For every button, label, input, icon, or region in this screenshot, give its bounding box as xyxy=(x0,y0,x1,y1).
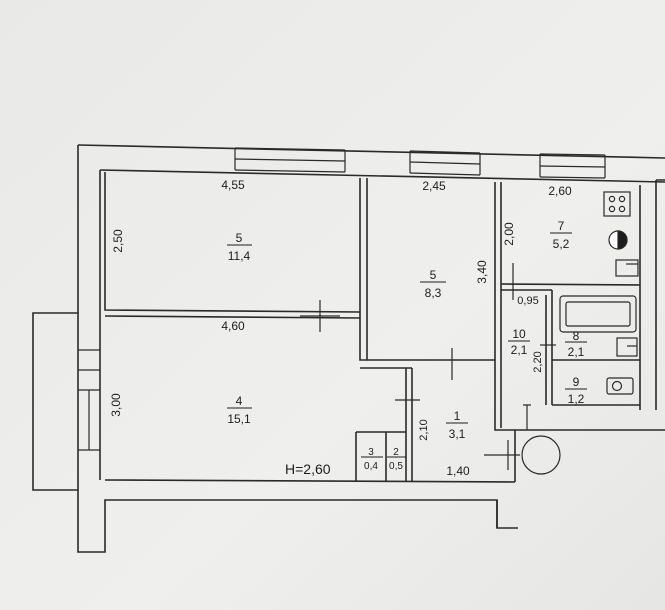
room-area: 11,4 xyxy=(228,249,251,263)
bathtub-icon xyxy=(559,295,637,333)
room-number: 9 xyxy=(573,375,580,389)
dimension-label: 3,40 xyxy=(475,260,489,284)
dimension-label: 2,00 xyxy=(502,222,516,246)
room-area: 0,5 xyxy=(389,461,403,472)
stove-icon xyxy=(603,191,631,217)
dimension-labels: 4,55 2,50 2,45 3,40 2,60 2,00 0,95 4,60 … xyxy=(109,178,572,478)
dimension-label: 3,00 xyxy=(109,393,123,417)
dimension-label: 4,60 xyxy=(221,319,245,333)
dimension-label: 4,55 xyxy=(221,178,245,192)
door-marks xyxy=(300,263,556,470)
dimension-label: 2,50 xyxy=(111,229,125,253)
dimension-label: 2,20 xyxy=(532,351,544,372)
room-number: 3 xyxy=(368,447,374,458)
outer-walls xyxy=(32,144,665,553)
room-area: 0,4 xyxy=(364,461,378,472)
room-number: 5 xyxy=(430,268,437,282)
dimension-label: 0,95 xyxy=(517,295,538,307)
fixtures xyxy=(521,191,639,475)
dimension-label: 1,40 xyxy=(446,464,470,478)
room-number: 8 xyxy=(573,329,580,343)
room-area: 8,3 xyxy=(425,286,442,300)
dimension-label: 2,45 xyxy=(422,179,446,193)
sink-icon xyxy=(615,259,639,277)
room-number: 7 xyxy=(558,219,565,233)
ceiling-height-label: H=2,60 xyxy=(285,461,331,477)
fraction-lines xyxy=(227,232,587,458)
room-number: 10 xyxy=(512,327,526,341)
room-labels: 5 11,4 5 8,3 7 5,2 4 15,1 1 3,1 10 2,1 8… xyxy=(227,219,584,472)
room-number: 5 xyxy=(236,231,243,245)
room-area: 15,1 xyxy=(227,412,251,426)
room-number: 1 xyxy=(454,409,461,423)
room-area: 3,1 xyxy=(449,427,466,441)
room-number: 2 xyxy=(393,447,399,458)
room-area: 1,2 xyxy=(568,392,585,406)
room-area: 5,2 xyxy=(553,237,570,251)
washbasin-icon xyxy=(616,337,638,357)
dimension-label: 2,60 xyxy=(548,184,572,198)
room-area: 2,1 xyxy=(511,343,528,357)
toilet-icon xyxy=(606,377,634,395)
room-number: 4 xyxy=(236,394,243,408)
room-area: 2,1 xyxy=(568,345,585,359)
interior-walls xyxy=(104,172,665,482)
riser-icon xyxy=(521,435,561,475)
windows xyxy=(78,147,606,451)
dimension-label: 2,10 xyxy=(418,419,430,440)
